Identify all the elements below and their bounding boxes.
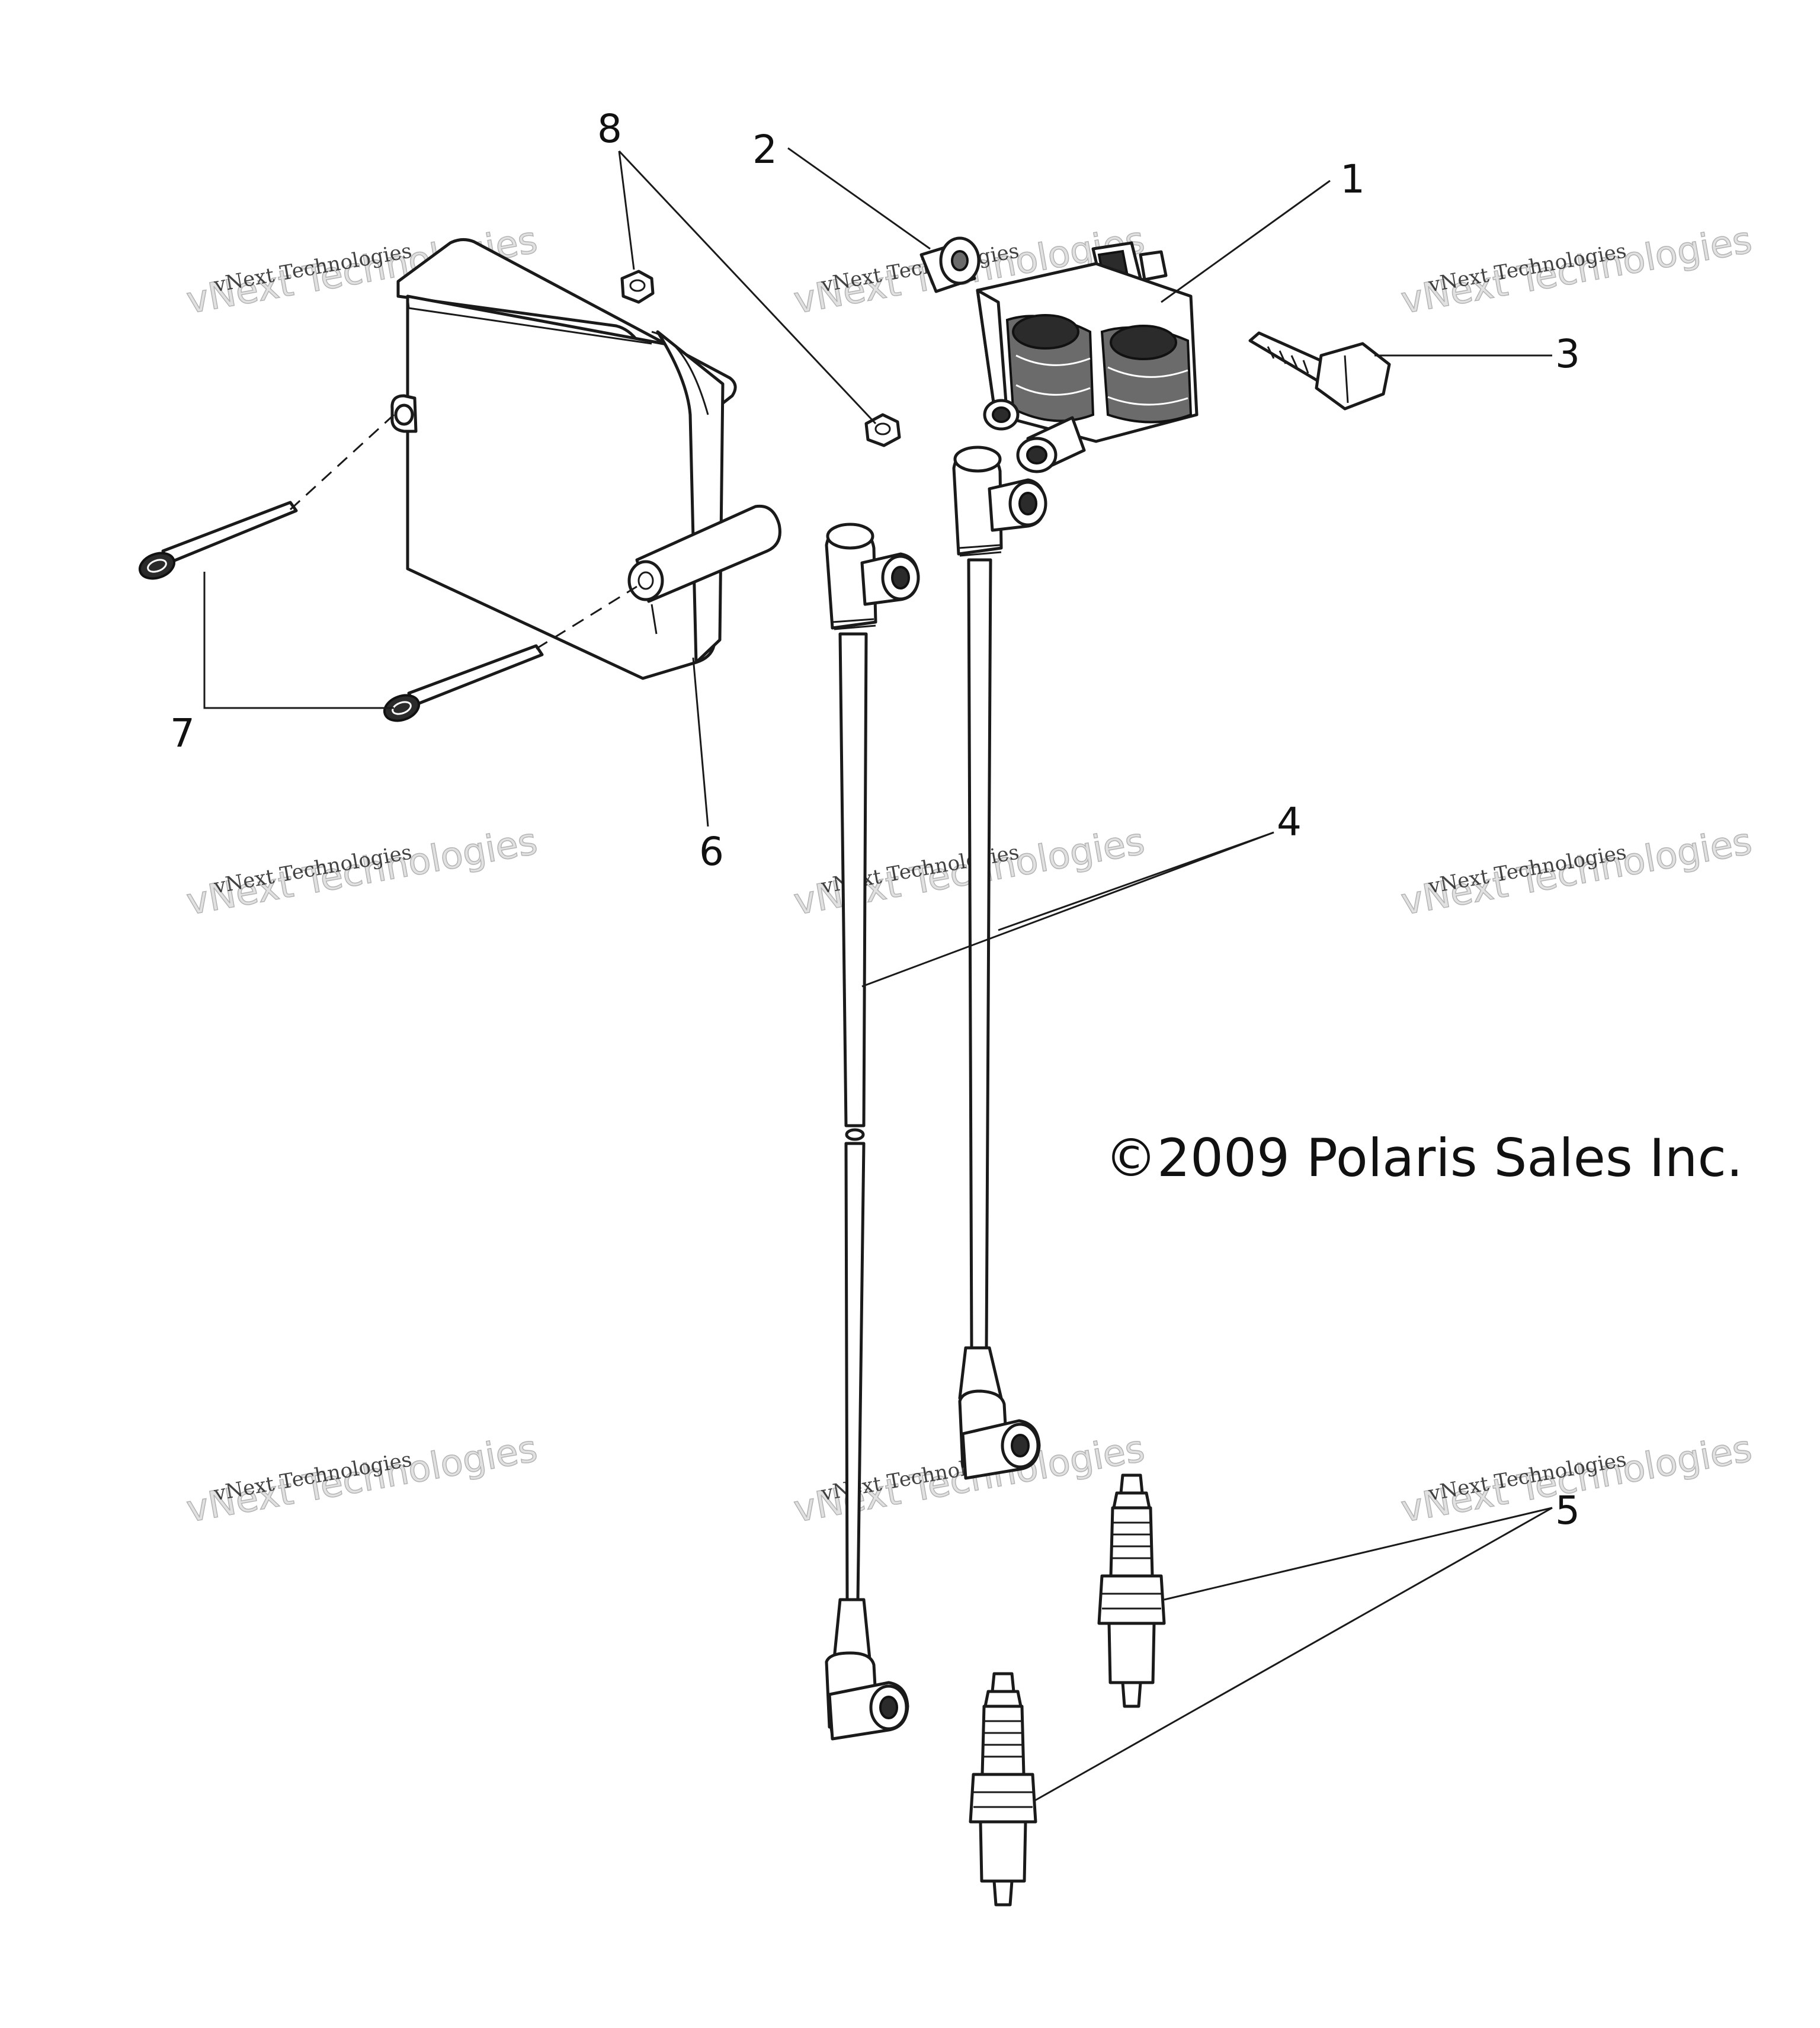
part-7-screw-upper	[138, 501, 298, 580]
screw-alignment-line-upper	[289, 414, 395, 511]
part-7-screw-lower	[383, 644, 544, 722]
part-5-spark-plug-upper	[1097, 1473, 1166, 1708]
part-6-ecu-module	[390, 238, 781, 680]
part-8-nut-upper	[620, 270, 655, 304]
callout-4: 4	[1277, 799, 1302, 845]
callout-labels: 1 2 3 4 5 6 7 8	[170, 106, 1580, 1533]
callout-6: 6	[699, 829, 724, 874]
part-2-bushing	[919, 236, 981, 293]
leader-lines	[203, 147, 1553, 1802]
part-5-spark-plug-lower	[969, 1672, 1037, 1907]
callout-1: 1	[1340, 156, 1365, 202]
callout-5: 5	[1555, 1488, 1580, 1533]
callout-3: 3	[1555, 331, 1580, 377]
callout-2: 2	[752, 127, 777, 172]
callout-8: 8	[597, 106, 622, 152]
copyright-notice: ©2009 Polaris Sales Inc.	[1105, 1127, 1743, 1188]
part-1-ignition-coil	[976, 241, 1199, 473]
part-4-spark-wire-left	[825, 523, 920, 1741]
callout-7: 7	[170, 710, 195, 756]
part-4-spark-wire-right	[952, 446, 1047, 1480]
part-3-bolt	[1248, 331, 1391, 411]
